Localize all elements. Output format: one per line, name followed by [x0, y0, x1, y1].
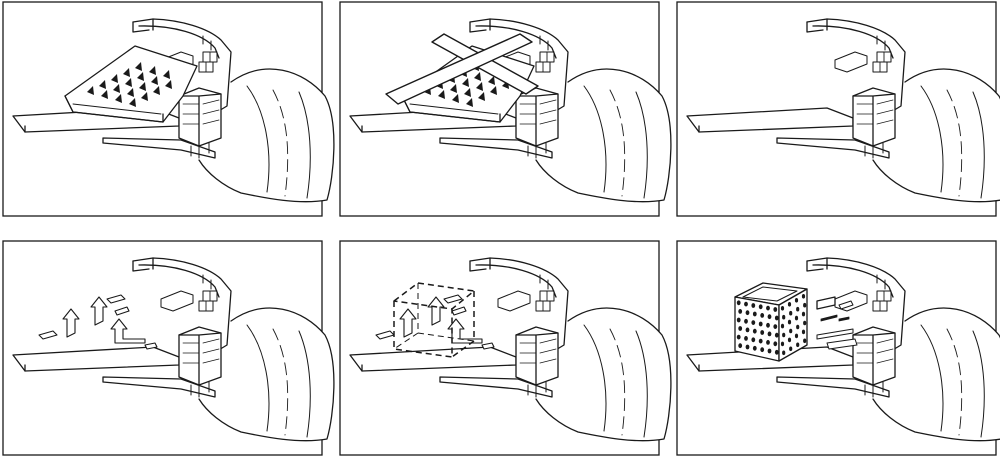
panel-final-design [676, 240, 1000, 456]
panel-proposed-volume [339, 240, 672, 456]
panel-existing-building [2, 1, 335, 217]
panel-demolition-cross [339, 1, 672, 217]
panel-cleared-site [676, 1, 1000, 217]
panel-flow-arrows [2, 240, 335, 456]
